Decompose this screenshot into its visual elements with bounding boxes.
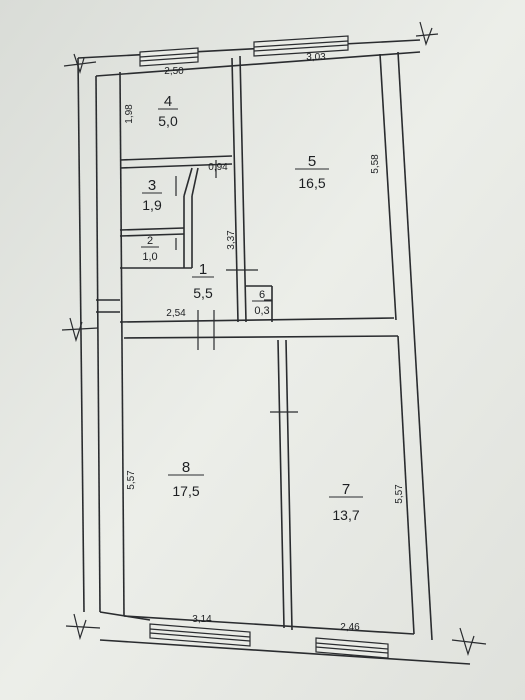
- dimension-d-303: 3,03: [306, 52, 326, 63]
- dimension-labels: 2,503,031,985,580,943,372,545,575,573,14…: [124, 52, 405, 633]
- partition-4-5-left: [231, 57, 239, 323]
- partition-4-3-top: [119, 155, 233, 161]
- middle-wall-top: [119, 317, 395, 323]
- right-wall-lower-inner: [397, 335, 415, 635]
- dimension-d-250: 2,50: [164, 66, 184, 77]
- room-2-number: 2: [147, 235, 153, 247]
- door-marks: [175, 160, 298, 413]
- room-1-number: 1: [199, 261, 207, 278]
- partition-8-7-right: [285, 339, 293, 631]
- right-wall-upper-outer: [397, 51, 415, 331]
- window-room4: [139, 47, 199, 67]
- annex-wall: [77, 57, 85, 613]
- room-5-area: 16,5: [298, 175, 325, 191]
- room-2-area: 1,0: [142, 251, 157, 263]
- partition-3-2-top: [119, 227, 185, 231]
- dimension-d-557-left: 5,57: [126, 470, 137, 490]
- partition-4-3-bottom: [119, 163, 233, 169]
- dimension-d-314: 3,14: [192, 614, 212, 625]
- break-mark-top-right: [415, 21, 439, 46]
- room-4-number: 4: [164, 93, 172, 110]
- break-marks: [61, 21, 487, 656]
- room-8-number: 8: [182, 459, 190, 476]
- room-1-area: 5,5: [193, 285, 213, 301]
- room-labels: 4 5,0 5 16,5 3 1,9 2 1,0 1 5,5 6 0,3 8 17,5 7 13,7: [141, 93, 363, 523]
- walls: [77, 39, 471, 665]
- dimension-d-246: 2,46: [340, 622, 360, 633]
- bottom-wall-inner: [123, 615, 415, 635]
- room-4-area: 5,0: [158, 113, 178, 129]
- windows: [139, 35, 389, 659]
- break-mark-top-left: [63, 53, 97, 75]
- left-wall-outer: [95, 75, 101, 613]
- partition-8-7-left: [277, 339, 285, 629]
- dimension-d-558: 5,58: [370, 154, 381, 174]
- room-7-area: 13,7: [332, 507, 359, 523]
- break-mark-bottom-right: [451, 627, 487, 656]
- dimension-d-254: 2,54: [166, 308, 186, 319]
- right-wall-lower-outer: [413, 329, 433, 641]
- bottom-wall-outer: [99, 639, 471, 665]
- right-wall-upper-inner: [379, 53, 397, 321]
- window-room7-lines: [315, 642, 389, 654]
- partition-3-2-bottom: [119, 233, 185, 237]
- window-room5: [253, 35, 349, 57]
- room-6-area: 0,3: [254, 305, 269, 317]
- top-wall-inner: [95, 51, 421, 77]
- room-3-number: 3: [148, 177, 156, 194]
- window-room4-lines: [139, 52, 199, 62]
- dimension-d-094: 0,94: [208, 162, 228, 173]
- window-room8-lines: [149, 628, 251, 642]
- room-5-number: 5: [308, 153, 316, 170]
- room3-diagonal-wall-2: [191, 167, 199, 197]
- dimension-d-337: 3,37: [226, 230, 237, 250]
- break-mark-left: [61, 317, 99, 343]
- dimension-d-198: 1,98: [124, 104, 135, 124]
- break-mark-bottom-left: [65, 613, 101, 641]
- partition-4-5-right: [239, 55, 247, 323]
- room-6-number: 6: [259, 289, 265, 301]
- left-wall-inner: [119, 71, 125, 617]
- door-8: [197, 310, 215, 350]
- room3-diagonal-wall: [183, 167, 193, 197]
- window-room5-lines: [253, 40, 349, 52]
- top-wall-outer: [77, 39, 421, 59]
- room-3-area: 1,9: [142, 197, 162, 213]
- room-8-area: 17,5: [172, 483, 199, 499]
- room-7-number: 7: [342, 481, 350, 498]
- dimension-d-557-right: 5,57: [394, 484, 405, 504]
- middle-wall-bottom: [123, 335, 399, 339]
